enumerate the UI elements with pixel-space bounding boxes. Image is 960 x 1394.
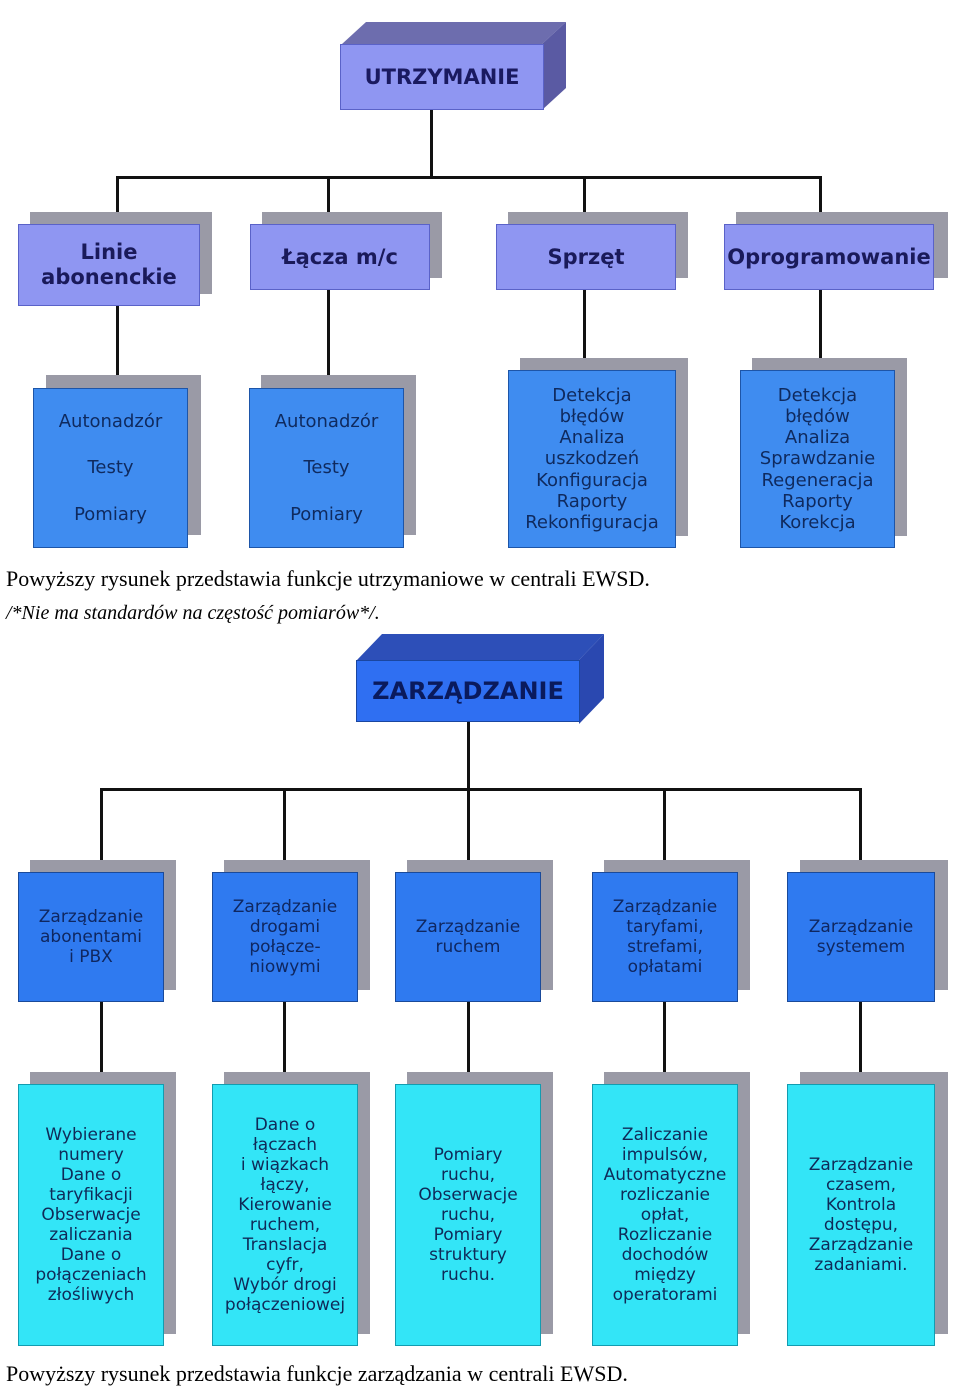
- subscriber-lines-functions: Autonadzór Testy Pomiary: [33, 388, 188, 548]
- connector: [116, 176, 119, 226]
- connector: [327, 290, 330, 389]
- management-title-box: ZARZĄDZANIE: [356, 660, 580, 722]
- functions-list: Dane o łączach i wiązkach łączy, Kierowa…: [224, 1114, 346, 1316]
- category-label: Sprzęt: [547, 244, 625, 269]
- functions-list: Pomiary ruchu, Obserwacje ruchu, Pomiary…: [418, 1144, 518, 1286]
- category-traffic: Zarządzanie ruchem: [395, 872, 541, 1002]
- hardware-functions: Detekcja błędów Analiza uszkodzeń Konfig…: [508, 370, 676, 548]
- connector: [859, 788, 862, 874]
- management-title: ZARZĄDZANIE: [372, 676, 564, 705]
- caption-management: Powyższy rysunek przedstawia funkcje zar…: [6, 1361, 628, 1386]
- category-label: Zarządzanie ruchem: [415, 916, 521, 957]
- connector: [859, 1000, 862, 1086]
- management-diagram: ZARZĄDZANIE Zarządzanie abonentami i PBX…: [0, 630, 960, 1350]
- category-hardware: Sprzęt: [496, 224, 676, 290]
- connector: [467, 720, 470, 792]
- category-label: Linie abonenckie: [41, 240, 177, 289]
- connector: [100, 788, 103, 874]
- connector: [430, 108, 433, 178]
- category-system: Zarządzanie systemem: [787, 872, 935, 1002]
- connector: [663, 788, 666, 874]
- maintenance-diagram: UTRZYMANIE Linie abonenckie Łącza m/c Sp…: [0, 0, 960, 560]
- category-tariffs: Zarządzanie taryfami, strefami, opłatami: [592, 872, 738, 1002]
- connector: [100, 1000, 103, 1086]
- category-label: Zarządzanie drogami połącze- niowymi: [232, 896, 338, 978]
- connector: [283, 1000, 286, 1086]
- category-subscriber-pbx: Zarządzanie abonentami i PBX: [18, 872, 164, 1002]
- connector: [467, 1000, 470, 1086]
- connector: [819, 176, 822, 226]
- functions-list: Zarządzanie czasem, Kontrola dostępu, Za…: [808, 1154, 914, 1276]
- connector: [583, 290, 586, 372]
- category-subscriber-lines: Linie abonenckie: [18, 224, 200, 306]
- functions-list: Zaliczanie impulsów, Automatyczne rozlic…: [603, 1124, 727, 1306]
- connector: [467, 788, 470, 874]
- tariffs-functions: Zaliczanie impulsów, Automatyczne rozlic…: [592, 1084, 738, 1346]
- category-label: Łącza m/c: [282, 244, 398, 269]
- maintenance-title: UTRZYMANIE: [364, 64, 520, 89]
- category-routing: Zarządzanie drogami połącze- niowymi: [212, 872, 358, 1002]
- functions-list: Detekcja błędów Analiza uszkodzeń Konfig…: [525, 384, 659, 534]
- category-label: Zarządzanie systemem: [808, 916, 914, 957]
- functions-list: Detekcja błędów Analiza Sprawdzanie Rege…: [759, 384, 876, 534]
- category-software: Oprogramowanie: [724, 224, 934, 290]
- connector: [663, 1000, 666, 1086]
- caption-maintenance: Powyższy rysunek przedstawia funkcje utr…: [6, 566, 650, 591]
- subscriber-pbx-functions: Wybierane numery Dane o taryfikacji Obse…: [18, 1084, 164, 1346]
- functions-list: Wybierane numery Dane o taryfikacji Obse…: [35, 1124, 147, 1306]
- trunks-functions: Autonadzór Testy Pomiary: [249, 388, 404, 548]
- maintenance-title-box-3d: [342, 22, 566, 110]
- category-label: Zarządzanie abonentami i PBX: [38, 906, 144, 968]
- caption-note: /*Nie ma standardów na częstość pomiarów…: [6, 602, 380, 624]
- system-functions: Zarządzanie czasem, Kontrola dostępu, Za…: [787, 1084, 935, 1346]
- functions-list: Autonadzór Testy Pomiary: [58, 410, 163, 526]
- connector: [583, 176, 586, 226]
- traffic-functions: Pomiary ruchu, Obserwacje ruchu, Pomiary…: [395, 1084, 541, 1346]
- connector: [283, 788, 286, 874]
- maintenance-title-box: UTRZYMANIE: [340, 44, 544, 110]
- connector: [116, 176, 822, 179]
- connector: [116, 305, 119, 389]
- functions-list: Autonadzór Testy Pomiary: [274, 410, 379, 526]
- management-title-box-3d: [357, 634, 604, 724]
- connector: [327, 176, 330, 226]
- category-trunks: Łącza m/c: [250, 224, 430, 290]
- software-functions: Detekcja błędów Analiza Sprawdzanie Rege…: [740, 370, 895, 548]
- connector: [100, 788, 862, 791]
- category-label: Oprogramowanie: [727, 244, 931, 269]
- routing-functions: Dane o łączach i wiązkach łączy, Kierowa…: [212, 1084, 358, 1346]
- category-label: Zarządzanie taryfami, strefami, opłatami: [612, 896, 718, 978]
- connector: [819, 290, 822, 372]
